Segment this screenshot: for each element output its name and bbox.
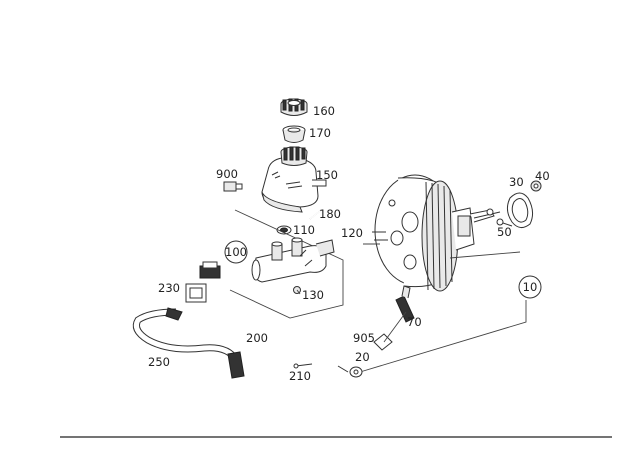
cap-seal-170[interactable] [282,125,306,143]
label-160: 160 [313,104,335,118]
label-180: 180 [319,207,341,221]
label-170: 170 [309,126,331,140]
label-70: 70 [407,315,422,329]
label-250: 250 [148,355,170,369]
label-130: 130 [302,288,324,302]
sensor-plug-900[interactable] [223,181,243,192]
label-150: 150 [316,168,338,182]
leader-130 [296,289,301,295]
brake-fluid-reservoir-150[interactable] [261,146,327,213]
label-50: 50 [497,225,512,239]
label-905: 905 [353,331,375,345]
master-cylinder-100[interactable] [229,209,344,319]
label-40: 40 [535,169,550,183]
callout-100: 100 [224,240,248,264]
label-210: 210 [289,369,311,383]
label-20: 20 [355,350,370,364]
bolt-50[interactable] [496,218,513,227]
gasket-30[interactable] [506,192,534,228]
nut-40[interactable] [530,180,542,192]
label-120: 120 [341,226,363,240]
clip-230[interactable] [185,283,207,303]
label-10: 10 [523,280,538,294]
pin-210[interactable] [293,363,313,369]
label-200: 200 [246,331,268,345]
brake-booster-120[interactable] [359,174,527,373]
label-100: 100 [225,245,247,259]
plug-905[interactable] [373,333,393,351]
check-valve-20[interactable] [337,365,363,378]
vacuum-hose-200[interactable] [199,261,324,392]
reservoir-cap-160[interactable] [280,98,308,116]
callout-10: 10 [518,275,542,299]
seal-ring-110[interactable] [276,225,292,235]
vacuum-hose-250[interactable] [132,307,245,379]
leader-905 [383,311,407,343]
screw-180[interactable] [309,210,321,220]
label-110: 110 [293,223,315,237]
label-230: 230 [158,281,180,295]
label-30: 30 [509,175,524,189]
label-900: 900 [216,167,238,181]
vacuum-sensor-70[interactable] [395,285,415,323]
